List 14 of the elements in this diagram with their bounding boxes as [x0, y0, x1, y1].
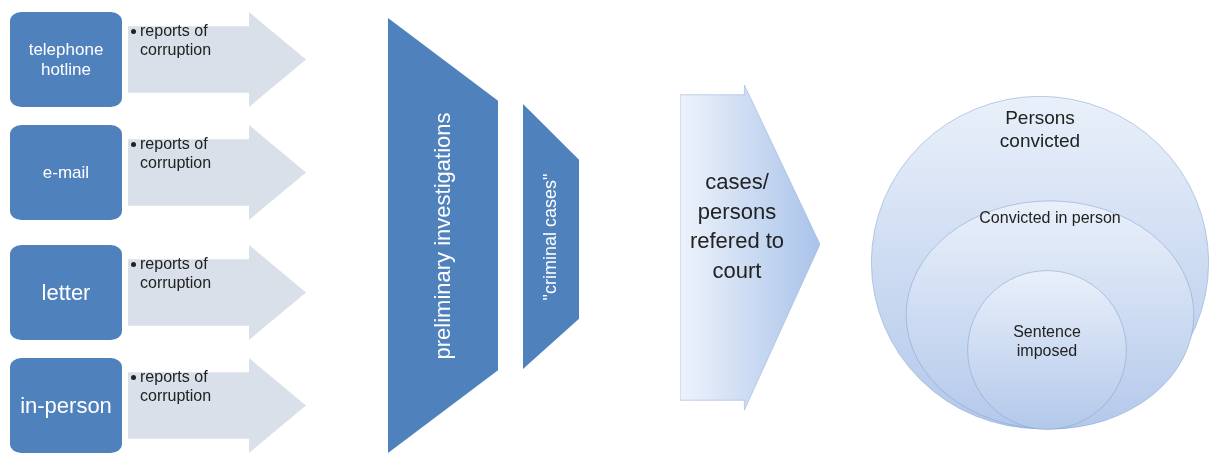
- report-label: reports of corruption: [140, 21, 213, 60]
- stage-label: "criminal cases": [540, 172, 562, 302]
- court-label: cases/ persons refered to court: [688, 168, 786, 286]
- outcome-label: Persons convicted: [998, 107, 1082, 153]
- channel-label: letter: [40, 279, 92, 306]
- channel-label: e-mail: [41, 162, 91, 183]
- outcome-label: Sentence imposed: [1012, 322, 1082, 361]
- stage-label: preliminary investigations: [429, 111, 456, 361]
- report-label: reports of corruption: [140, 367, 213, 406]
- report-label: reports of corruption: [140, 134, 213, 173]
- outcome-label: Convicted in person: [978, 208, 1122, 228]
- channel-label: in-person: [19, 392, 113, 419]
- report-label: reports of corruption: [140, 254, 213, 293]
- channel-label: telephone hotline: [27, 39, 105, 80]
